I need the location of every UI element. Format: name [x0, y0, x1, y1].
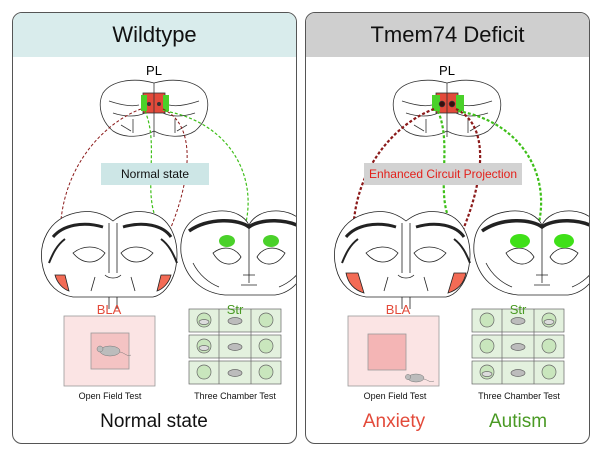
mouse-icon: [96, 345, 132, 357]
wildtype-outcome: Normal state: [100, 411, 208, 432]
bla-label: BLA: [96, 302, 122, 317]
autism-outcome: Autism: [488, 411, 548, 432]
bla-brain-section: [41, 211, 178, 309]
pl-to-bla-projections: [352, 107, 482, 264]
three-chamber-test-label: Three Chamber Test: [478, 391, 560, 401]
deficit-diagram: [334, 79, 589, 387]
open-field-test-illustration: [63, 315, 156, 387]
str-label: Str: [509, 302, 527, 317]
three-chamber-test-illustration: [188, 308, 282, 385]
bla-label: BLA: [385, 302, 411, 317]
str-label: Str: [226, 302, 244, 317]
wildtype-diagram: [41, 79, 296, 387]
pl-label: PL: [146, 63, 162, 78]
tmem74-deficit-panel: Tmem74 Deficit: [305, 12, 590, 444]
pl-to-bla-projections: [59, 108, 188, 264]
str-brain-section: [473, 210, 589, 296]
enhanced-projection-label: Enhanced Circuit Projection: [368, 167, 518, 181]
anxiety-outcome: Anxiety: [362, 411, 426, 432]
enhanced-projection-box: [364, 163, 522, 185]
pl-brain-section: [392, 79, 502, 137]
wildtype-title: Wildtype: [13, 13, 296, 57]
mouse-icon: [405, 373, 435, 383]
pl-label: PL: [439, 63, 455, 78]
normal-state-box: [101, 163, 209, 185]
open-field-test-illustration: [347, 315, 440, 387]
open-field-test-label: Open Field Test: [363, 391, 427, 401]
deficit-title: Tmem74 Deficit: [306, 13, 589, 57]
bla-brain-section: [334, 211, 471, 309]
str-brain-section: [180, 210, 296, 296]
wildtype-panel: Wildtype: [12, 12, 297, 444]
open-field-test-label: Open Field Test: [78, 391, 142, 401]
pl-brain-section: [99, 79, 209, 137]
three-chamber-test-illustration: [471, 308, 565, 385]
three-chamber-test-label: Three Chamber Test: [194, 391, 276, 401]
normal-state-label: Normal state: [120, 167, 190, 181]
